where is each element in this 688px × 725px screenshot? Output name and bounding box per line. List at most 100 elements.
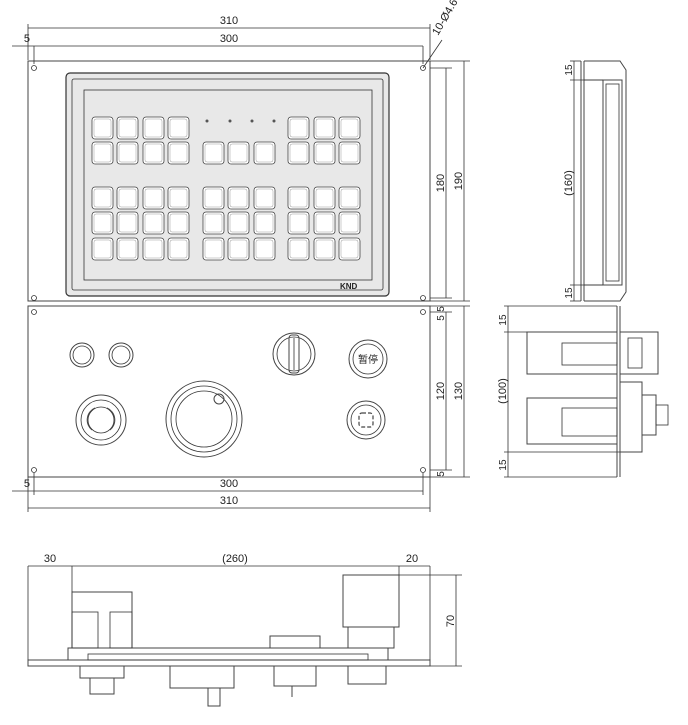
keypad-key	[338, 186, 361, 210]
keypad-key	[167, 237, 190, 261]
keypad-key	[287, 186, 310, 210]
indicator-leds	[205, 119, 276, 123]
keypad-key-face	[169, 213, 188, 233]
pause-button: 暂停	[348, 339, 388, 379]
keypad-key-face	[289, 239, 308, 259]
keypad	[91, 116, 361, 261]
keypad-key	[167, 141, 190, 165]
keypad-key	[142, 211, 165, 235]
keypad-key-face	[315, 213, 334, 233]
keypad-key-face	[93, 143, 112, 163]
keypad-key	[227, 237, 250, 261]
keypad-key	[287, 211, 310, 235]
keypad-key-face	[315, 118, 334, 138]
keypad-key-face	[340, 213, 359, 233]
keypad-key	[313, 237, 336, 261]
keypad-key-face	[93, 118, 112, 138]
mount-hole	[420, 309, 426, 315]
keypad-key-face	[315, 239, 334, 259]
keypad-key	[91, 211, 114, 235]
keypad-key	[167, 116, 190, 140]
lower-panel-outline	[27, 305, 431, 478]
keypad-key-face	[93, 239, 112, 259]
dim-bottom-5: 5	[24, 478, 30, 490]
keypad-key	[313, 141, 336, 165]
dim-front-70: 70	[445, 615, 457, 627]
lower-panel: 暂停	[27, 305, 431, 478]
keypad-key-face	[289, 143, 308, 163]
handwheel	[165, 380, 243, 458]
brand-logo: KND	[340, 282, 358, 291]
keypad-key-face	[229, 188, 248, 208]
keypad-key-face	[93, 213, 112, 233]
keyboard-area	[83, 89, 373, 281]
keypad-key	[91, 141, 114, 165]
led	[205, 119, 209, 123]
keypad-key	[253, 141, 276, 165]
keypad-key	[338, 116, 361, 140]
keypad-key	[227, 141, 250, 165]
dim-top-300: 300	[220, 33, 238, 45]
keypad-key-face	[315, 188, 334, 208]
bottom-view: 30 (260) 20 70	[27, 553, 462, 707]
keypad-key-face	[229, 213, 248, 233]
dim-top-5: 5	[24, 33, 30, 45]
dim-side2-bottom-15: 15	[498, 459, 509, 471]
keypad-key-face	[144, 118, 163, 138]
dim-lower-5: 5	[436, 471, 447, 477]
keypad-key	[253, 186, 276, 210]
keypad-key-face	[204, 143, 223, 163]
keypad-key-face	[204, 239, 223, 259]
dim-180: 180	[435, 174, 447, 192]
keypad-key	[313, 116, 336, 140]
side-view-top: 15 (160) 15	[563, 60, 627, 302]
keypad-key	[287, 141, 310, 165]
top-panel: KND	[27, 60, 431, 302]
keypad-key-face	[255, 239, 274, 259]
keypad-key-face	[169, 118, 188, 138]
led	[228, 119, 232, 123]
mount-hole	[31, 309, 37, 315]
dim-front-30: 30	[44, 553, 56, 565]
keypad-key-face	[340, 118, 359, 138]
side-view-lower: 15 (100) 15	[497, 305, 669, 478]
dim-bottom-300: 300	[220, 478, 238, 490]
keypad-key-face	[144, 239, 163, 259]
mount-hole	[31, 65, 37, 71]
keypad-key-face	[340, 143, 359, 163]
keypad-key	[287, 116, 310, 140]
keypad-key-face	[204, 188, 223, 208]
mount-hole	[420, 65, 426, 71]
dim-front-260: (260)	[222, 553, 248, 565]
keypad-key-face	[229, 143, 248, 163]
dim-side-160: (160)	[563, 170, 575, 196]
keypad-key	[202, 237, 225, 261]
keypad-key-face	[144, 188, 163, 208]
keypad-key	[116, 186, 139, 210]
keypad-key	[142, 116, 165, 140]
keypad-key-face	[169, 188, 188, 208]
keypad-key	[142, 186, 165, 210]
keypad-key	[116, 141, 139, 165]
start-button	[346, 400, 386, 440]
keypad-key	[142, 237, 165, 261]
keypad-key-face	[169, 143, 188, 163]
keypad-key-face	[289, 213, 308, 233]
keypad-key	[253, 237, 276, 261]
keypad-key-face	[118, 213, 137, 233]
led	[250, 119, 254, 123]
dim-side-top-15: 15	[564, 64, 575, 76]
keypad-key	[167, 186, 190, 210]
mount-hole	[420, 295, 426, 301]
pause-button-label: 暂停	[358, 353, 378, 366]
keypad-key	[91, 237, 114, 261]
dim-190: 190	[453, 172, 465, 190]
keypad-key-face	[289, 118, 308, 138]
keypad-key	[313, 186, 336, 210]
keypad-key	[287, 237, 310, 261]
keypad-key-face	[169, 239, 188, 259]
keyboard-bezel	[65, 72, 390, 297]
keypad-key-face	[315, 143, 334, 163]
keypad-key	[91, 116, 114, 140]
